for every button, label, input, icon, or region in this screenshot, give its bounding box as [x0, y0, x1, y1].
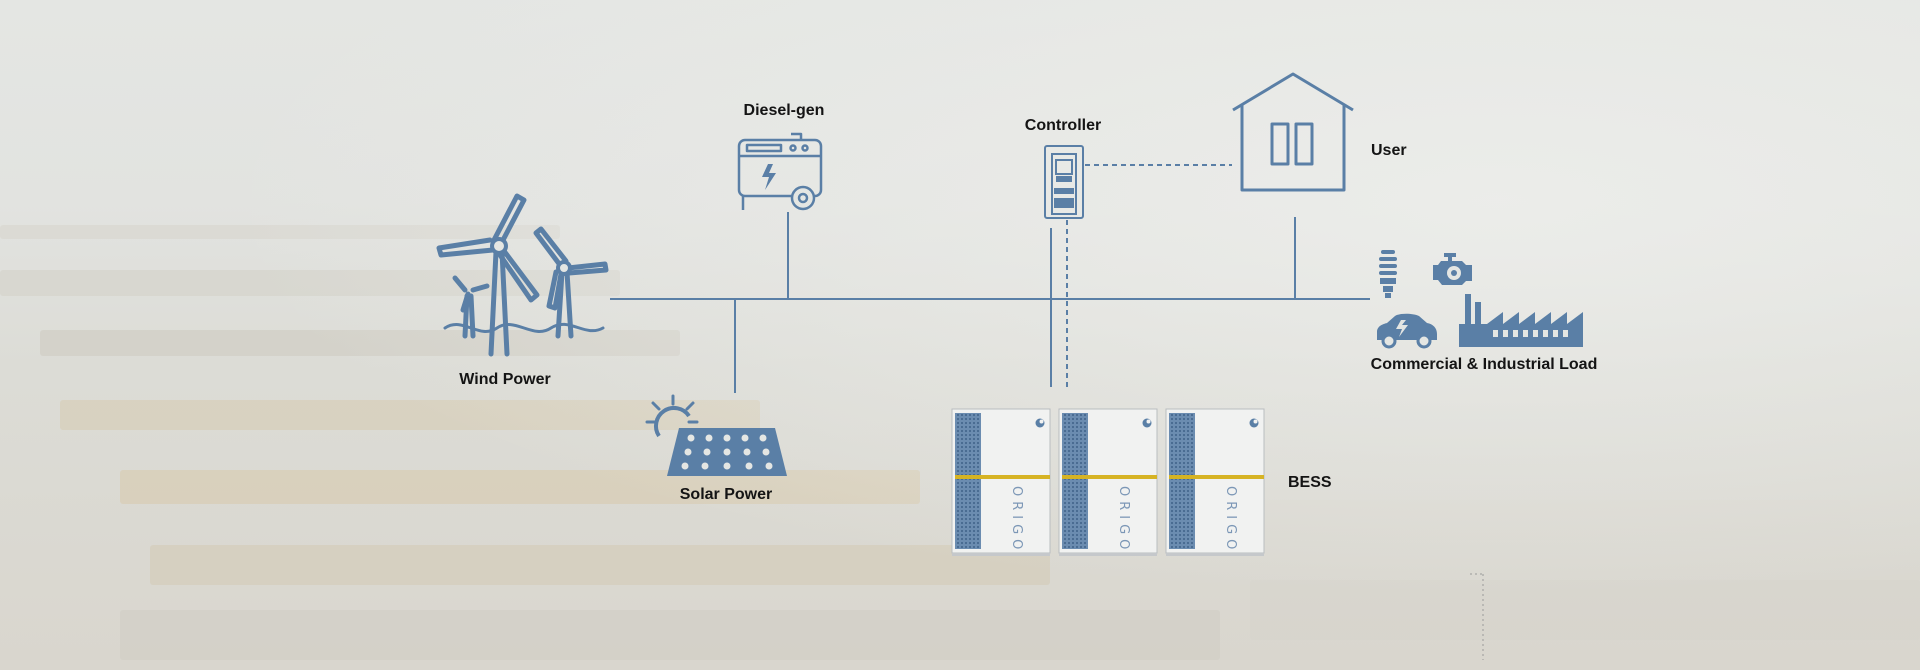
factory-icon: [1457, 292, 1595, 348]
solar-power-label: Solar Power: [679, 486, 773, 503]
user-label: User: [1371, 142, 1407, 159]
bess-cabinets-icon: [951, 408, 1268, 557]
engine-icon: [1430, 251, 1476, 289]
controller-cabinet-icon: [1042, 144, 1086, 220]
diesel-generator-icon: [735, 132, 825, 214]
wind-power-label: Wind Power: [459, 371, 551, 388]
bess-label: BESS: [1288, 474, 1332, 491]
electric-car-icon: [1373, 312, 1439, 349]
diesel-gen-label: Diesel-gen: [743, 102, 825, 119]
house-icon: [1230, 72, 1356, 192]
origo-brand-text-1: ORIGO: [1009, 486, 1024, 555]
origo-brand-text-2: ORIGO: [1116, 486, 1131, 555]
ci-load-label: Commercial & Industrial Load: [1370, 356, 1598, 373]
light-bulb-icon: [1373, 248, 1403, 300]
wind-turbine-icon: [435, 190, 615, 360]
origo-brand-text-3: ORIGO: [1223, 486, 1238, 555]
solar-panel-icon: [645, 394, 791, 478]
bess-cabinet: [951, 408, 1051, 556]
controller-label: Controller: [1024, 117, 1102, 134]
